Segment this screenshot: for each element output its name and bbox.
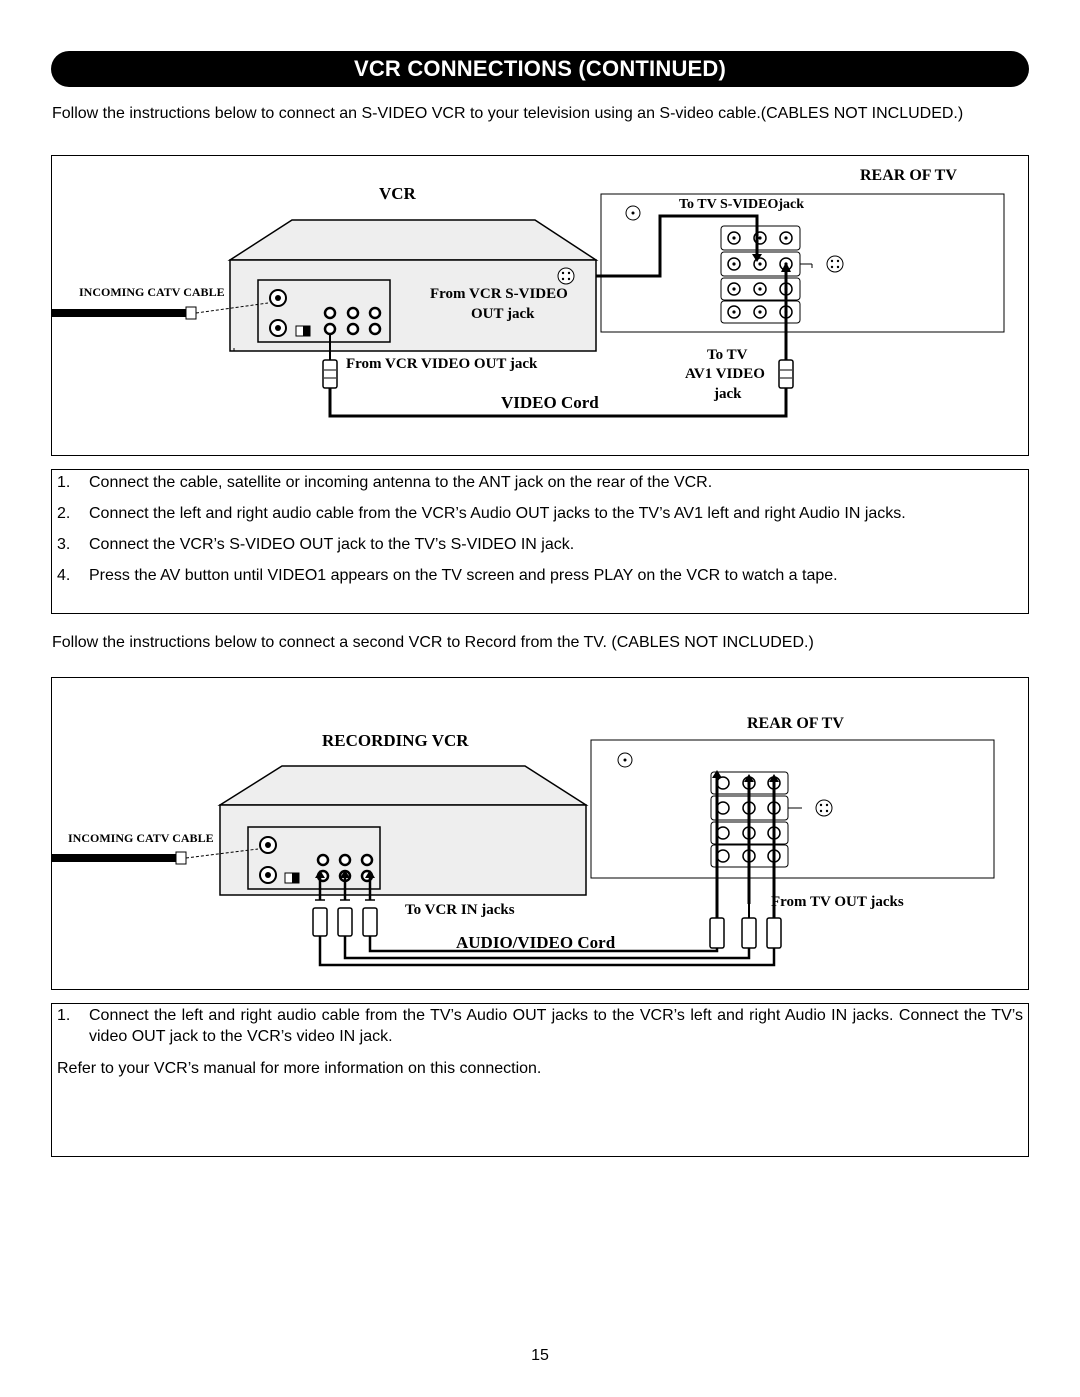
page-title: VCR CONNECTIONS (CONTINUED) bbox=[51, 51, 1029, 87]
step-item: 1. Connect the cable, satellite or incomi… bbox=[57, 472, 1023, 493]
to-tv-label-3: jack bbox=[713, 386, 742, 402]
page-title-text: VCR CONNECTIONS (CONTINUED) bbox=[353, 56, 727, 81]
vcr-label: VCR bbox=[379, 184, 417, 203]
svideo-cable bbox=[568, 214, 759, 278]
steps-list-1: 1. Connect the cable, satellite or incomi… bbox=[57, 472, 1023, 596]
to-tv-label-1: To TV bbox=[707, 347, 748, 363]
note-text: Refer to your VCR’s manual for more info… bbox=[57, 1060, 542, 1077]
step-item: 3. Connect the VCR’s S-VIDEO OUT jack to … bbox=[57, 534, 1023, 555]
step-number: 4. bbox=[57, 567, 71, 584]
svideo-diagram-svg: REAR OF TV To TV S-VIDEOjack bbox=[52, 167, 1005, 418]
step-text: Connect the left and right audio cable f… bbox=[89, 1007, 1023, 1045]
diagram-recording-connection: REAR OF TV RECORDING VCR bbox=[51, 677, 1029, 990]
recording-vcr-label: RECORDING VCR bbox=[322, 731, 469, 750]
step-number: 1. bbox=[57, 474, 71, 491]
from-vcr-svideo-label-2: OUT jack bbox=[471, 306, 535, 322]
step-item: 4. Press the AV button until VIDEO1 appea… bbox=[57, 565, 1023, 586]
step-number: 3. bbox=[57, 536, 71, 553]
step-text: Connect the VCR’s S-VIDEO OUT jack to th… bbox=[89, 536, 575, 553]
tv-jack-panel-2 bbox=[710, 770, 833, 918]
incoming-catv-label-2: INCOMING CATV CABLE bbox=[68, 831, 214, 845]
step-number: 2. bbox=[57, 505, 71, 522]
step-item: 2. Connect the left and right audio cable… bbox=[57, 503, 1023, 524]
rear-of-tv-label-2: REAR OF TV bbox=[747, 715, 844, 732]
av-cord-label: AUDIO/VIDEO Cord bbox=[456, 933, 616, 952]
step-text: Connect the cable, satellite or incoming… bbox=[89, 474, 713, 491]
vcr-svideo-jack bbox=[557, 267, 575, 285]
steps-list-2: 1. Connect the left and right audio cable… bbox=[57, 1005, 1023, 1079]
from-vcr-svideo-label: From VCR S-VIDEO bbox=[430, 286, 568, 302]
step-text: Press the AV button until VIDEO1 appears… bbox=[89, 567, 838, 584]
from-vcr-video-out-label: From VCR VIDEO OUT jack bbox=[346, 356, 538, 372]
steps-box-2 bbox=[51, 1003, 1029, 1157]
section1-intro: Follow the instructions below to connect… bbox=[52, 105, 964, 122]
diagram-svideo-connection: REAR OF TV To TV S-VIDEOjack bbox=[51, 155, 1029, 456]
incoming-catv-label: INCOMING CATV CABLE bbox=[79, 285, 225, 299]
vcr-device bbox=[227, 219, 599, 352]
from-tv-out-label: From TV OUT jacks bbox=[771, 894, 904, 910]
tv-rear-panel-2 bbox=[590, 739, 995, 879]
to-tv-svideo-label: To TV S-VIDEOjack bbox=[679, 197, 804, 212]
to-tv-label-2: AV1 VIDEO bbox=[685, 366, 765, 382]
steps-box-1 bbox=[51, 469, 1029, 614]
av-cord bbox=[318, 936, 776, 967]
vcr-in-plugs bbox=[312, 870, 378, 937]
recording-diagram-svg: REAR OF TV RECORDING VCR bbox=[52, 715, 995, 967]
to-vcr-in-label: To VCR IN jacks bbox=[405, 902, 515, 918]
tv-svideo-jack bbox=[826, 255, 844, 273]
video-cord bbox=[322, 262, 794, 418]
video-cord-label: VIDEO Cord bbox=[501, 393, 599, 412]
rear-of-tv-label: REAR OF TV bbox=[860, 167, 957, 184]
section2-intro: Follow the instructions below to connect… bbox=[52, 634, 814, 651]
recording-vcr-device bbox=[217, 765, 589, 896]
step-number: 1. bbox=[57, 1007, 71, 1024]
step-text: Connect the left and right audio cable f… bbox=[89, 505, 906, 522]
step-item: 1. Connect the left and right audio cable… bbox=[57, 1005, 1023, 1047]
page-number: 15 bbox=[531, 1347, 549, 1364]
